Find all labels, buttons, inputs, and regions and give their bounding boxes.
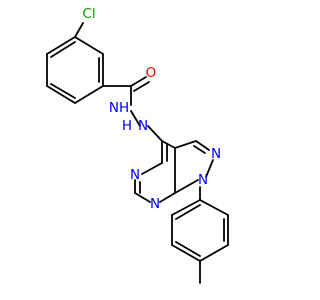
atom-label-nitrogen: N [150, 196, 160, 212]
bond [134, 192, 151, 203]
bond [147, 125, 163, 142]
bond [195, 140, 210, 151]
bond [159, 192, 176, 203]
structure-svg: Cl O NH H N N N N N [46, 6, 229, 284]
bond [205, 159, 214, 178]
bond [130, 76, 147, 87]
atom-label-nitrogen: N [198, 172, 208, 188]
atom-label-layer: Cl O NH H N N N N N [82, 6, 221, 212]
bond [161, 140, 176, 149]
bond [174, 179, 199, 194]
bond [50, 83, 76, 99]
atom-label-chlorine: Cl [82, 6, 95, 22]
atom-label-nitrogen: N [211, 146, 221, 162]
bond [199, 199, 229, 216]
molecule-diagram: Cl O NH H N N N N N [46, 6, 229, 284]
bond [171, 244, 201, 262]
atom-label-h: H [122, 118, 132, 134]
bond [74, 36, 104, 55]
bond [130, 110, 141, 127]
bond [199, 244, 229, 262]
bond [175, 204, 201, 220]
bond-layer [46, 22, 229, 284]
bond [46, 36, 76, 55]
bond [74, 22, 84, 38]
atom-label-oxygen: O [146, 65, 157, 81]
bond [46, 85, 76, 104]
bond [141, 162, 163, 175]
atom-label-nitrogen: N [130, 167, 140, 183]
atom-label-nitrogen: N [138, 118, 148, 134]
bond [171, 199, 201, 216]
bond [133, 81, 150, 92]
atom-label-nh: NH [109, 100, 129, 116]
bond [74, 85, 104, 104]
bond [50, 41, 76, 58]
bond [174, 140, 197, 149]
bond [193, 145, 206, 154]
bond [175, 241, 201, 257]
